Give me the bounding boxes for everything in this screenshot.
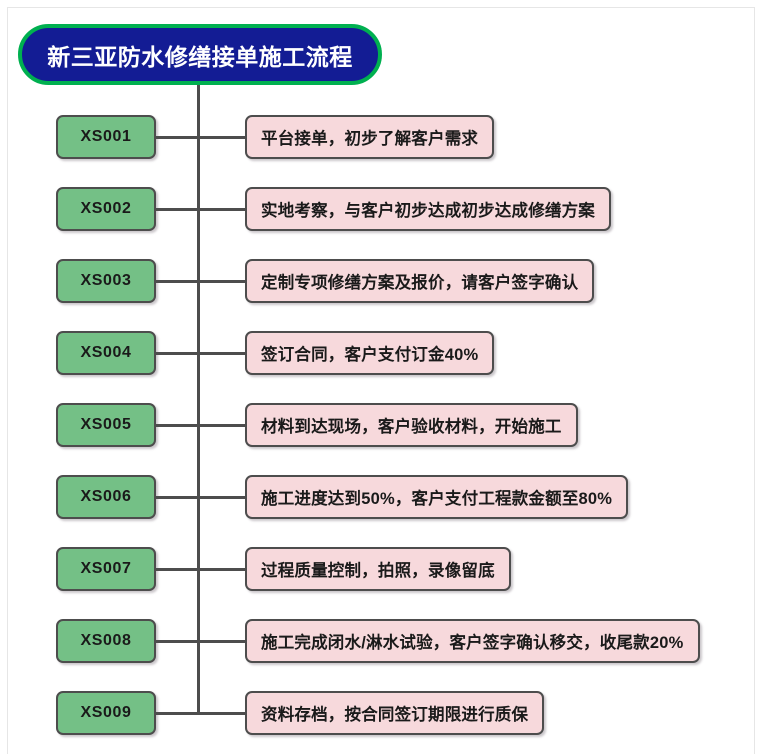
step-description-box-xs003[interactable]: 定制专项修缮方案及报价，请客户签字确认 bbox=[245, 259, 595, 303]
step-code-label: XS008 bbox=[80, 632, 132, 649]
step-code-label: XS002 bbox=[80, 200, 132, 217]
step-code-box-xs007[interactable]: XS007 bbox=[56, 547, 156, 591]
flowchart-step-row: XS002 实地考察，与客户初步达成初步达成修缮方案 bbox=[0, 187, 767, 231]
step-description-label: 资料存档，按合同签订期限进行质保 bbox=[261, 706, 529, 724]
flowchart-step-row: XS006 施工进度达到50%，客户支付工程款金额至80% bbox=[0, 475, 767, 519]
flowchart-step-row: XS009 资料存档，按合同签订期限进行质保 bbox=[0, 691, 767, 735]
flowchart-title-text: 新三亚防水修缮接单施工流程 bbox=[47, 43, 353, 70]
flowchart-step-row: XS001 平台接单，初步了解客户需求 bbox=[0, 115, 767, 159]
step-code-box-xs004[interactable]: XS004 bbox=[56, 331, 156, 375]
step-code-box-xs005[interactable]: XS005 bbox=[56, 403, 156, 447]
step-code-label: XS004 bbox=[80, 344, 132, 361]
step-connector-line bbox=[156, 496, 245, 499]
flowchart-step-row: XS007 过程质量控制，拍照，录像留底 bbox=[0, 547, 767, 591]
step-connector-line bbox=[156, 424, 245, 427]
step-description-label: 施工进度达到50%，客户支付工程款金额至80% bbox=[261, 490, 613, 508]
step-connector-line bbox=[156, 208, 245, 211]
flowchart-step-row: XS005 材料到达现场，客户验收材料，开始施工 bbox=[0, 403, 767, 447]
step-code-box-xs006[interactable]: XS006 bbox=[56, 475, 156, 519]
flowchart-step-row: XS004 签订合同，客户支付订金40% bbox=[0, 331, 767, 375]
step-code-box-xs009[interactable]: XS009 bbox=[56, 691, 156, 735]
step-description-label: 实地考察，与客户初步达成初步达成修缮方案 bbox=[261, 202, 595, 220]
step-code-box-xs002[interactable]: XS002 bbox=[56, 187, 156, 231]
step-connector-line bbox=[156, 280, 245, 283]
flowchart-step-row: XS008 施工完成闭水/淋水试验，客户签字确认移交，收尾款20% bbox=[0, 619, 767, 663]
step-code-label: XS005 bbox=[80, 416, 132, 433]
step-code-label: XS006 bbox=[80, 488, 132, 505]
step-code-box-xs001[interactable]: XS001 bbox=[56, 115, 156, 159]
step-connector-line bbox=[156, 136, 245, 139]
step-description-box-xs005[interactable]: 材料到达现场，客户验收材料，开始施工 bbox=[245, 403, 578, 447]
step-description-box-xs007[interactable]: 过程质量控制，拍照，录像留底 bbox=[245, 547, 511, 591]
flowchart-step-row: XS003 定制专项修缮方案及报价，请客户签字确认 bbox=[0, 259, 767, 303]
step-code-label: XS003 bbox=[80, 272, 132, 289]
step-description-box-xs002[interactable]: 实地考察，与客户初步达成初步达成修缮方案 bbox=[245, 187, 611, 231]
step-code-box-xs003[interactable]: XS003 bbox=[56, 259, 156, 303]
step-code-label: XS009 bbox=[80, 704, 132, 721]
step-description-label: 定制专项修缮方案及报价，请客户签字确认 bbox=[261, 274, 579, 292]
step-description-box-xs001[interactable]: 平台接单，初步了解客户需求 bbox=[245, 115, 495, 159]
step-connector-line bbox=[156, 352, 245, 355]
step-connector-line bbox=[156, 640, 245, 643]
step-connector-line bbox=[156, 568, 245, 571]
step-description-label: 签订合同，客户支付订金40% bbox=[261, 346, 479, 364]
step-description-label: 材料到达现场，客户验收材料，开始施工 bbox=[261, 418, 562, 436]
connector-spine bbox=[197, 85, 200, 712]
step-description-box-xs009[interactable]: 资料存档，按合同签订期限进行质保 bbox=[245, 691, 545, 735]
flowchart-title-box: 新三亚防水修缮接单施工流程 bbox=[18, 24, 382, 85]
step-description-box-xs004[interactable]: 签订合同，客户支付订金40% bbox=[245, 331, 495, 375]
step-description-label: 平台接单，初步了解客户需求 bbox=[261, 130, 479, 148]
step-code-label: XS001 bbox=[80, 128, 132, 145]
step-description-label: 过程质量控制，拍照，录像留底 bbox=[261, 562, 495, 580]
step-connector-line bbox=[156, 712, 245, 715]
step-description-label: 施工完成闭水/淋水试验，客户签字确认移交，收尾款20% bbox=[261, 634, 684, 652]
step-description-box-xs008[interactable]: 施工完成闭水/淋水试验，客户签字确认移交，收尾款20% bbox=[245, 619, 700, 663]
step-description-box-xs006[interactable]: 施工进度达到50%，客户支付工程款金额至80% bbox=[245, 475, 629, 519]
step-code-box-xs008[interactable]: XS008 bbox=[56, 619, 156, 663]
step-code-label: XS007 bbox=[80, 560, 132, 577]
